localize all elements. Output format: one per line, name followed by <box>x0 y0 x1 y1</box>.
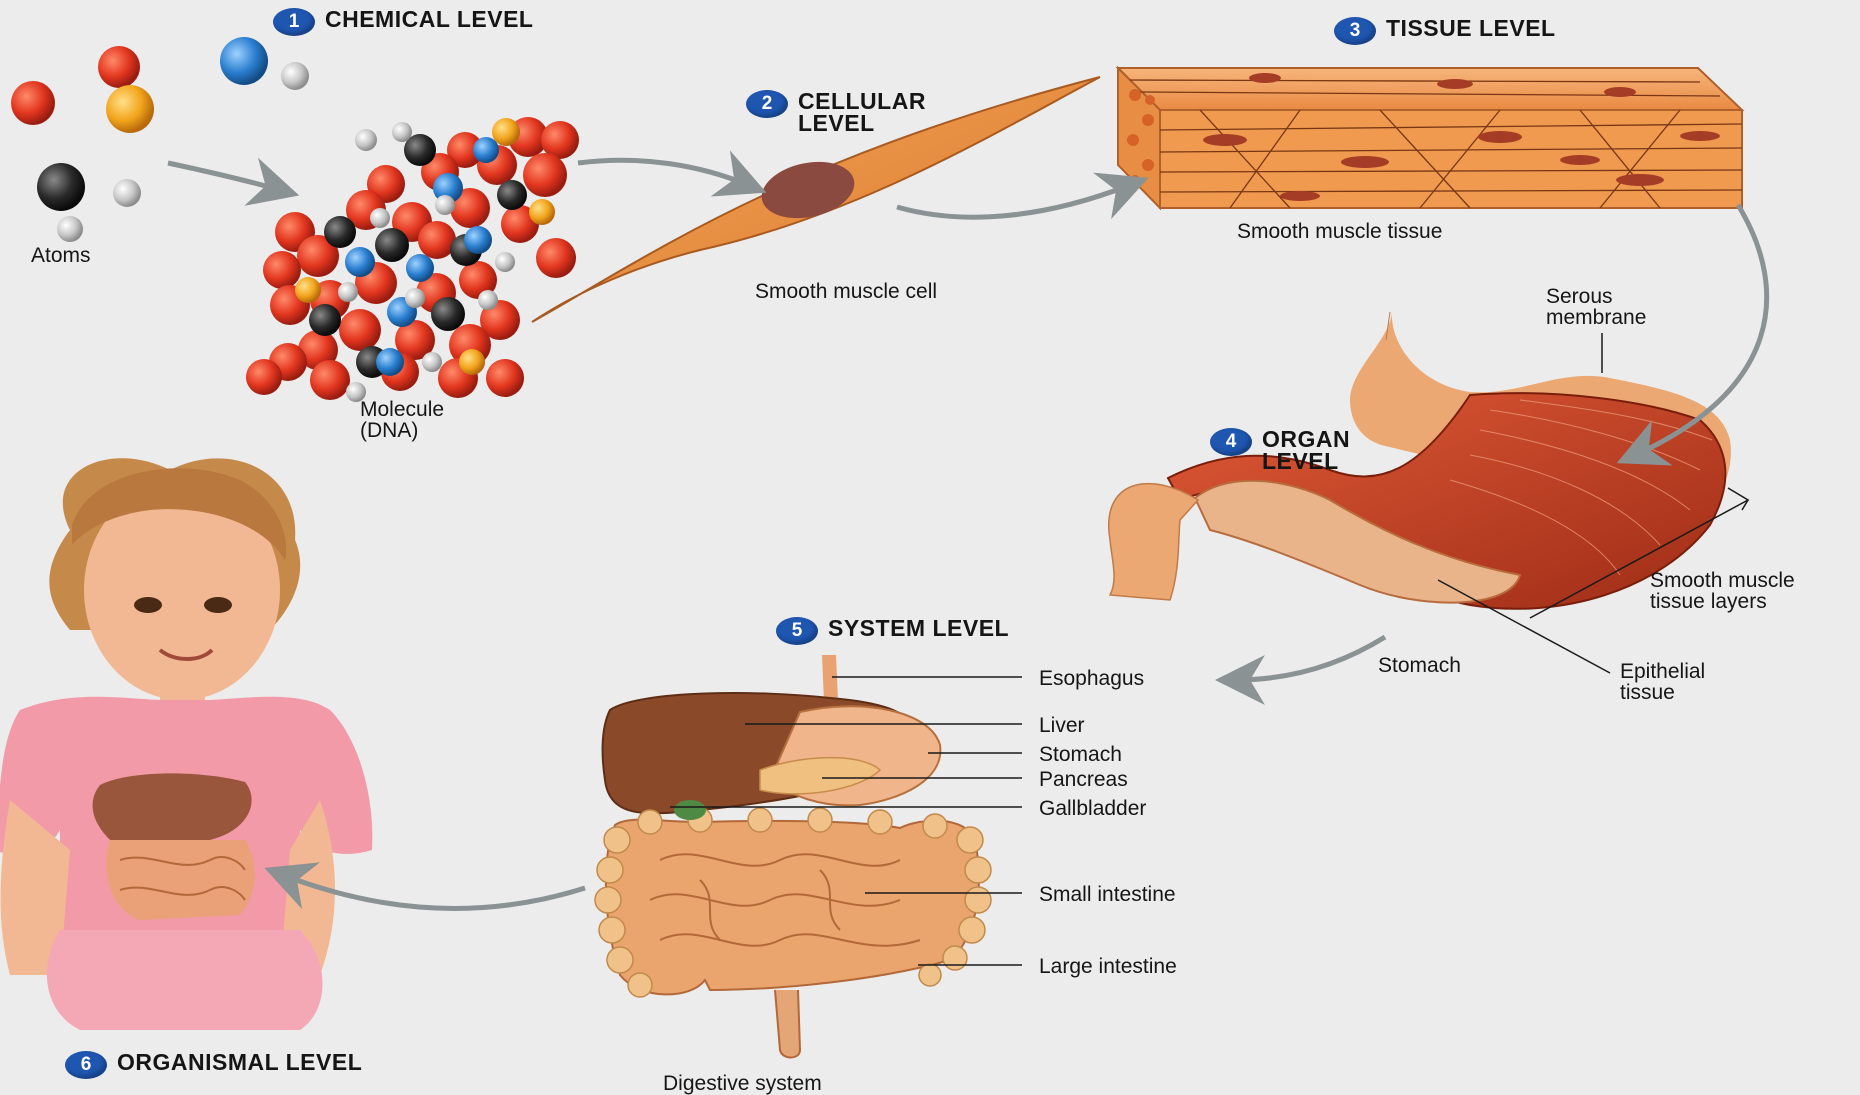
level-2-heading: 2 CELLULAR LEVEL <box>746 90 926 134</box>
level-4-badge: 4 <box>1210 428 1252 456</box>
level-4-title: ORGAN LEVEL <box>1262 428 1350 472</box>
level-1-heading: 1 CHEMICAL LEVEL <box>273 8 533 36</box>
level-1-badge: 1 <box>273 8 315 36</box>
level-6-heading: 6 ORGANISMAL LEVEL <box>65 1051 362 1079</box>
serous-membrane-label-line2: membrane <box>1546 307 1646 328</box>
level-1-title: CHEMICAL LEVEL <box>325 8 533 30</box>
level-4-heading: 4 ORGAN LEVEL <box>1210 428 1350 472</box>
level-2-badge: 2 <box>746 90 788 118</box>
level-3-heading: 3 TISSUE LEVEL <box>1334 17 1556 45</box>
epithelial-tissue-label-line2: tissue <box>1620 682 1675 703</box>
digestive-system-illustration <box>595 655 991 1058</box>
level-3-title: TISSUE LEVEL <box>1386 17 1556 39</box>
level-5-badge: 5 <box>776 617 818 645</box>
smooth-muscle-layers-label-line1: Smooth muscle <box>1650 570 1795 591</box>
smooth-muscle-layers-label-line2: tissue layers <box>1650 591 1767 612</box>
level-2-title: CELLULAR LEVEL <box>798 90 926 134</box>
child-figure <box>0 458 372 1030</box>
pancreas-label: Pancreas <box>1039 769 1128 790</box>
level-6-title: ORGANISMAL LEVEL <box>117 1051 362 1073</box>
small-intestine-label: Small intestine <box>1039 884 1176 905</box>
gallbladder-label: Gallbladder <box>1039 798 1146 819</box>
stomach-organ-label: Stomach <box>1378 655 1461 676</box>
atoms-label: Atoms <box>31 245 91 266</box>
epithelial-tissue-label-line1: Epithelial <box>1620 661 1705 682</box>
digestive-system-label: Digestive system <box>663 1073 822 1094</box>
smooth-muscle-tissue-block <box>1118 68 1742 208</box>
level-5-title: SYSTEM LEVEL <box>828 617 1009 639</box>
stomach-system-label: Stomach <box>1039 744 1122 765</box>
dna-molecule <box>246 117 579 402</box>
arrow-molecule-to-cell <box>578 160 748 185</box>
level-3-badge: 3 <box>1334 17 1376 45</box>
serous-membrane-label-line1: Serous <box>1546 286 1613 307</box>
level-6-badge: 6 <box>65 1051 107 1079</box>
large-intestine-label: Large intestine <box>1039 956 1177 977</box>
atoms-cluster <box>11 37 309 242</box>
smooth-muscle-cell-label: Smooth muscle cell <box>755 281 937 302</box>
arrow-atoms-to-molecule <box>168 163 280 190</box>
smooth-muscle-tissue-label: Smooth muscle tissue <box>1237 221 1442 242</box>
esophagus-label: Esophagus <box>1039 668 1144 689</box>
dna-label: (DNA) <box>360 420 418 441</box>
arrow-cell-to-tissue <box>897 185 1130 217</box>
liver-label: Liver <box>1039 715 1085 736</box>
arrow-organ-to-system <box>1235 637 1385 680</box>
molecule-label: Molecule <box>360 399 444 420</box>
level-5-heading: 5 SYSTEM LEVEL <box>776 617 1009 645</box>
stomach-organ <box>1109 312 1731 609</box>
